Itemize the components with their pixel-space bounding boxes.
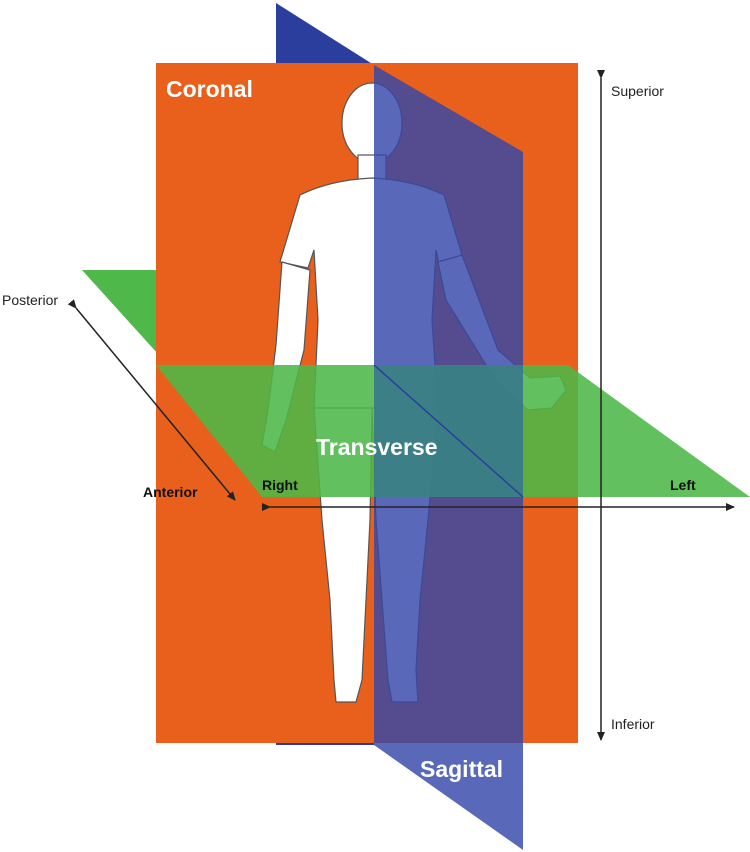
inferior-label: Inferior [611,716,655,732]
right-label: Right [262,477,298,493]
sagittal-label: Sagittal [420,756,503,782]
posterior-anterior-axis [67,299,236,501]
transverse-label: Transverse [316,434,437,460]
transverse-plane-back [82,270,168,365]
superior-label: Superior [611,83,664,99]
anterior-label: Anterior [143,484,198,500]
left-label: Left [670,477,696,493]
transverse-sagittal-edge [373,364,524,498]
posterior-label: Posterior [2,292,58,308]
coronal-label: Coronal [166,76,253,102]
